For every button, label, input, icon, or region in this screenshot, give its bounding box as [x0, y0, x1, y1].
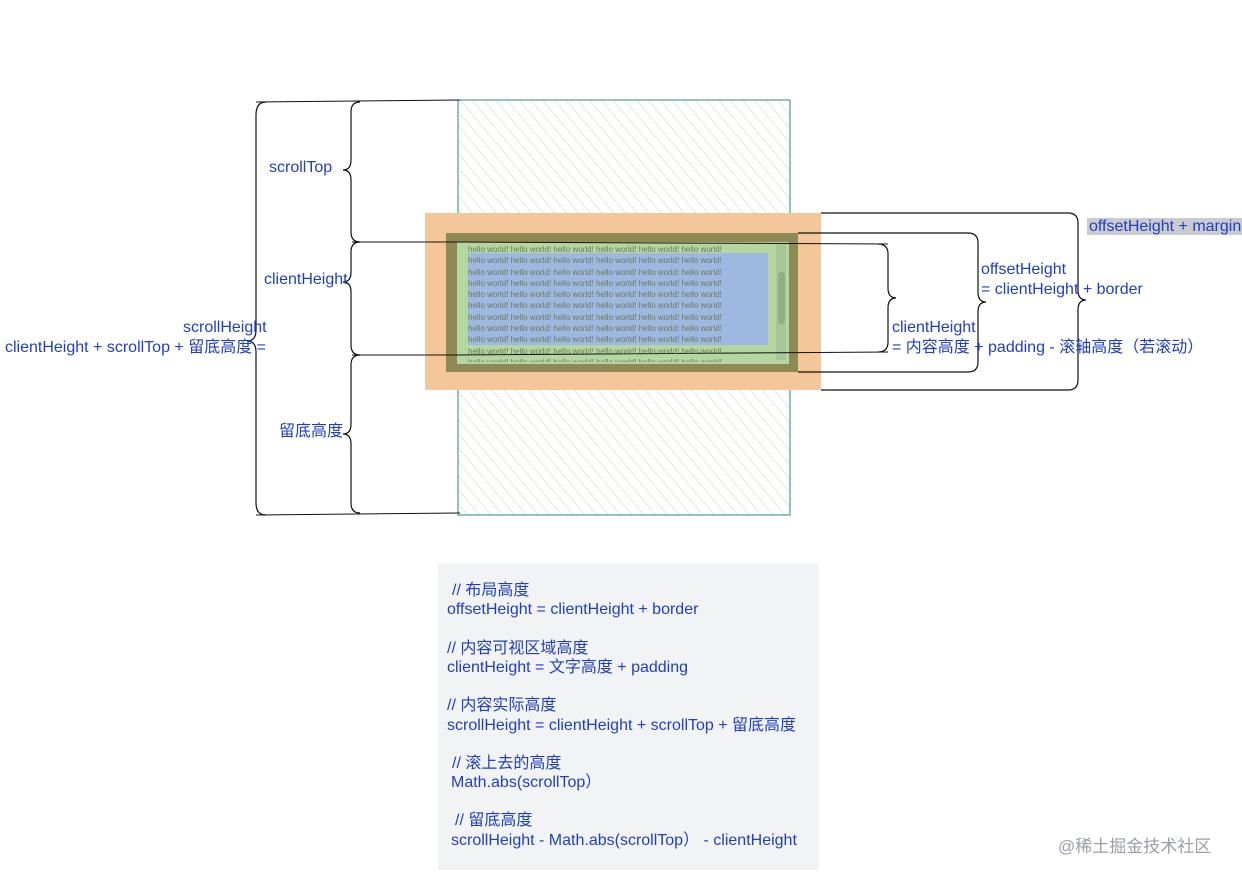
scroll-height-title: scrollHeight	[183, 319, 267, 336]
offset-height-margin-text: offsetHeight + margin	[1087, 218, 1242, 235]
guide-line-top	[255, 99, 461, 103]
sample-text-line: hello world! hello world! hello world! h…	[468, 245, 722, 254]
client-height-left-label: clientHeight	[264, 271, 348, 288]
offset-margin-brace	[821, 212, 1087, 391]
code-comment-bottom: // 留底高度	[455, 812, 533, 829]
scroll-top-brace	[342, 101, 361, 243]
sample-text-line: hello world! hello world! hello world! h…	[468, 324, 722, 334]
scroll-height-formula: clientHeight + scrollTop + 留底高度 =	[5, 339, 266, 356]
sample-text-line: hello world! hello world! hello world! h…	[468, 278, 722, 288]
sample-text-line: hello world! hello world! hello world! h…	[468, 290, 722, 300]
client-height-right-title: clientHeight	[892, 319, 976, 336]
sample-text-line: hello world! hello world! hello world! h…	[468, 335, 722, 345]
bottom-remaining-label: 留底高度	[279, 423, 344, 440]
guide-line-bottom	[255, 512, 461, 516]
code-formula-bottom: scrollHeight - Math.abs(scrollTop） - cli…	[451, 832, 797, 849]
sample-text-line: hello world! hello world! hello world! h…	[468, 346, 722, 356]
code-comment-scrolltop: // 滚上去的高度	[452, 755, 562, 772]
sample-text-line: hello world! hello world! hello world! h…	[468, 301, 722, 311]
offset-height-brace	[798, 232, 987, 373]
code-formula-offset: offsetHeight = clientHeight + border	[447, 601, 699, 618]
bottom-remaining-brace	[342, 354, 361, 514]
sample-text-line: hello world! hello world! hello world! h…	[468, 357, 768, 362]
sample-text-line: hello world! hello world! hello world! h…	[468, 256, 722, 266]
offset-height-margin-label: offsetHeight + margin	[1087, 217, 1242, 237]
guide-line-client-top	[352, 241, 889, 245]
sample-text-block: hello world! hello world! hello world! h…	[468, 244, 768, 362]
watermark: @稀土掘金技术社区	[1058, 837, 1212, 856]
code-notes-panel: // 布局高度 offsetHeight = clientHeight + bo…	[438, 563, 819, 870]
code-comment-scroll: // 内容实际高度	[447, 697, 557, 714]
client-height-left-brace	[342, 241, 361, 356]
code-comment-client: // 内容可视区域高度	[447, 640, 589, 657]
content-box	[468, 253, 768, 345]
offset-height-title: offsetHeight	[981, 261, 1067, 278]
code-formula-scrolltop: Math.abs(scrollTop）	[451, 774, 602, 791]
code-formula-scroll: scrollHeight = clientHeight + scrollTop …	[447, 717, 797, 734]
sample-text-line: hello world! hello world! hello world! h…	[468, 267, 722, 277]
code-comment-offset: // 布局高度	[452, 582, 530, 599]
guide-line-client-bottom	[352, 351, 889, 356]
client-height-right-brace	[877, 243, 897, 353]
code-formula-client: clientHeight = 文字高度 + padding	[447, 659, 689, 676]
scrollbar-thumb	[778, 272, 785, 324]
offset-height-formula: = clientHeight + border	[981, 281, 1143, 298]
scroll-height-brace	[246, 101, 267, 516]
client-height-right-formula: = 内容高度 + padding - 滚轴高度（若滚动）	[892, 339, 1204, 356]
scroll-top-label: scrollTop	[269, 159, 333, 176]
sample-text-line: hello world! hello world! hello world! h…	[468, 312, 722, 322]
